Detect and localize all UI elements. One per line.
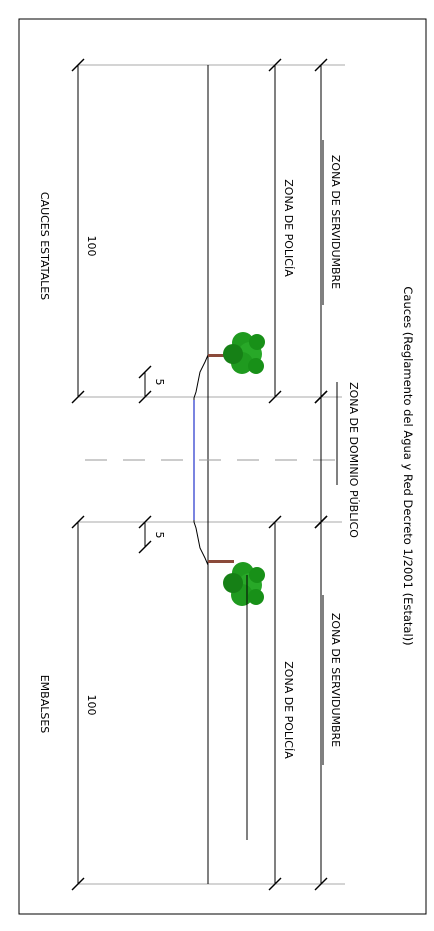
label-dim-5-bottom: 5 bbox=[153, 532, 166, 539]
dim-cauces-tick-top bbox=[71, 58, 85, 72]
dim-policia-top-tick-a bbox=[268, 58, 282, 72]
dim-5-top-tick-b bbox=[138, 390, 152, 404]
dim-5-bottom-tick-b bbox=[138, 540, 152, 554]
dim-embalses-tick-top bbox=[71, 515, 85, 529]
tree-icon bbox=[208, 332, 265, 374]
label-dim-cauces: 100 bbox=[85, 236, 98, 257]
dim-cauces-tick-bottom bbox=[71, 390, 85, 404]
diagram-title: Cauces (Reglamento del Agua y Red Decret… bbox=[401, 286, 415, 645]
dim-policia-bottom-tick-b bbox=[268, 877, 282, 891]
drawing-frame bbox=[18, 18, 427, 915]
label-servidumbre-top: ZONA DE SERVIDUMBRE bbox=[329, 155, 342, 289]
bank-profile-top bbox=[193, 354, 209, 400]
dim-dominio-tick-b bbox=[314, 515, 328, 529]
label-policia-top: ZONA DE POLICÍA bbox=[282, 179, 295, 277]
dim-5-bottom-tick-a bbox=[138, 515, 152, 529]
label-embalses: EMBALSES bbox=[38, 675, 51, 734]
tree-icon bbox=[208, 560, 265, 606]
label-servidumbre-bottom: ZONA DE SERVIDUMBRE bbox=[329, 613, 342, 747]
label-cauces-estatales: CAUCES ESTATALES bbox=[38, 192, 51, 300]
dim-policia-top-tick-b bbox=[268, 390, 282, 404]
dim-servidumbre-bottom-tick-b bbox=[314, 877, 328, 891]
dim-embalses-tick-bottom bbox=[71, 877, 85, 891]
label-dominio-publico: ZONA DE DOMINIO PÚBLICO bbox=[347, 382, 360, 538]
label-dim-5-top: 5 bbox=[153, 379, 166, 386]
dim-servidumbre-top-tick-a bbox=[314, 58, 328, 72]
dim-5-top-tick-a bbox=[138, 365, 152, 379]
label-dim-embalses: 100 bbox=[85, 695, 98, 716]
bank-profile-bottom bbox=[193, 520, 209, 566]
label-policia-bottom: ZONA DE POLICÍA bbox=[282, 661, 295, 759]
dim-policia-bottom-tick-a bbox=[268, 515, 282, 529]
dim-dominio-tick-a bbox=[314, 390, 328, 404]
